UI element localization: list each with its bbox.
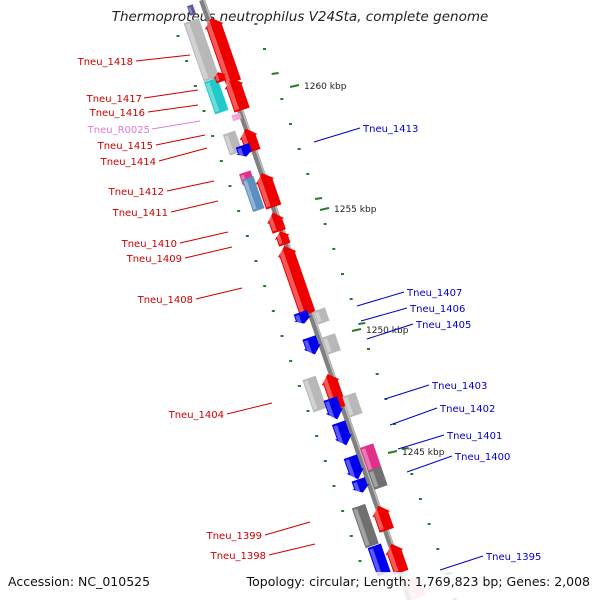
leader-line [406,455,453,473]
gene-label: Tneu_1400 [454,452,510,463]
leader-line [135,54,191,62]
gene-label: Tneu_1402 [439,404,495,415]
gene-label: Tneu_1415 [97,141,153,152]
leader-line [439,555,484,571]
gene-label: Tneu_1395 [485,552,541,563]
leader-line [155,134,206,146]
gene-label: Tneu_1401 [446,431,502,442]
gene-label: Tneu_1417 [86,94,142,105]
leader-line [389,407,438,426]
leader-line [170,200,219,213]
leader-line [397,434,445,450]
leader-line [158,147,208,162]
gene-label: Tneu_1414 [100,157,156,168]
gene-block [274,231,291,247]
gene-block [359,443,382,473]
gene-block [331,420,352,446]
gene-block [212,72,227,84]
leader-line [179,231,229,244]
gene-label: Tneu_1398 [210,551,266,562]
scale-label: 1250 kbp [366,326,409,336]
gene-block [204,17,242,85]
scale-tick [319,207,330,211]
tick-mark [358,322,366,325]
leader-line [151,120,201,130]
scale-tick [351,328,362,332]
tick-mark [401,447,409,450]
gene-block [302,375,327,413]
gene-label: Tneu_1404 [168,410,224,421]
scale-label: 1260 kbp [304,82,347,92]
gene-block [372,505,394,533]
leader-line [313,127,361,143]
scale-label: 1245 kbp [402,448,445,458]
gene-block [342,392,363,418]
leader-line [147,104,199,113]
gene-block [242,175,265,213]
gene-block [302,335,321,355]
gene-label: Tneu_1399 [206,531,262,542]
gene-block [267,212,286,234]
gene-label: Tneu_1408 [137,295,193,306]
gene-label: Tneu_1409 [126,254,182,265]
gene-block [385,543,409,575]
leader-line [143,89,199,99]
leader-line [268,543,316,556]
topology-label: Topology: circular; Length: 1,769,823 bp… [246,574,590,589]
scale-tick [289,84,300,88]
scale-tick [387,450,398,454]
leader-line [356,291,405,307]
tick-mark [271,72,279,75]
gene-label: Tneu_1410 [121,239,177,250]
gene-label: Tneu_1405 [415,320,471,331]
gene-label: Tneu_1416 [89,108,145,119]
gene-label: Tneu_1418 [77,57,133,68]
gene-label: Tneu_1406 [409,304,465,315]
scale-label: 1255 kbp [334,205,377,215]
leader-line [366,323,414,340]
gene-block [321,333,341,355]
gene-block [367,466,388,490]
leader-line [195,287,243,300]
leader-line [360,307,408,322]
gene-block [186,4,196,16]
gene-block [351,503,379,549]
leader-line [184,246,233,259]
gene-block [204,77,229,115]
leader-line [226,402,273,415]
gene-block [323,396,343,420]
leader-line [166,180,215,192]
gene-block [224,77,250,113]
gene-block [277,245,316,317]
tick-mark [314,197,323,200]
leader-line [264,521,311,536]
gene-block [351,477,370,493]
gene-label: Tneu_1413 [362,124,418,135]
gene-label: Tneu_1407 [406,288,462,299]
leader-line [384,384,430,400]
gene-block [183,18,220,82]
gene-block [235,143,254,157]
gene-block [231,112,242,122]
gene-label: Tneu_1412 [108,187,164,198]
gene-block [367,543,391,577]
gene-label: Tneu_1403 [431,381,487,392]
gene-block [255,172,282,210]
footer-band [0,572,600,600]
accession-label: Accession: NC_010525 [8,574,151,589]
gene-block [313,307,330,325]
gene-label: Tneu_1411 [112,208,168,219]
gene-block [343,454,364,480]
gene-block [293,310,311,324]
gene-label: Tneu_R0025 [87,125,150,136]
